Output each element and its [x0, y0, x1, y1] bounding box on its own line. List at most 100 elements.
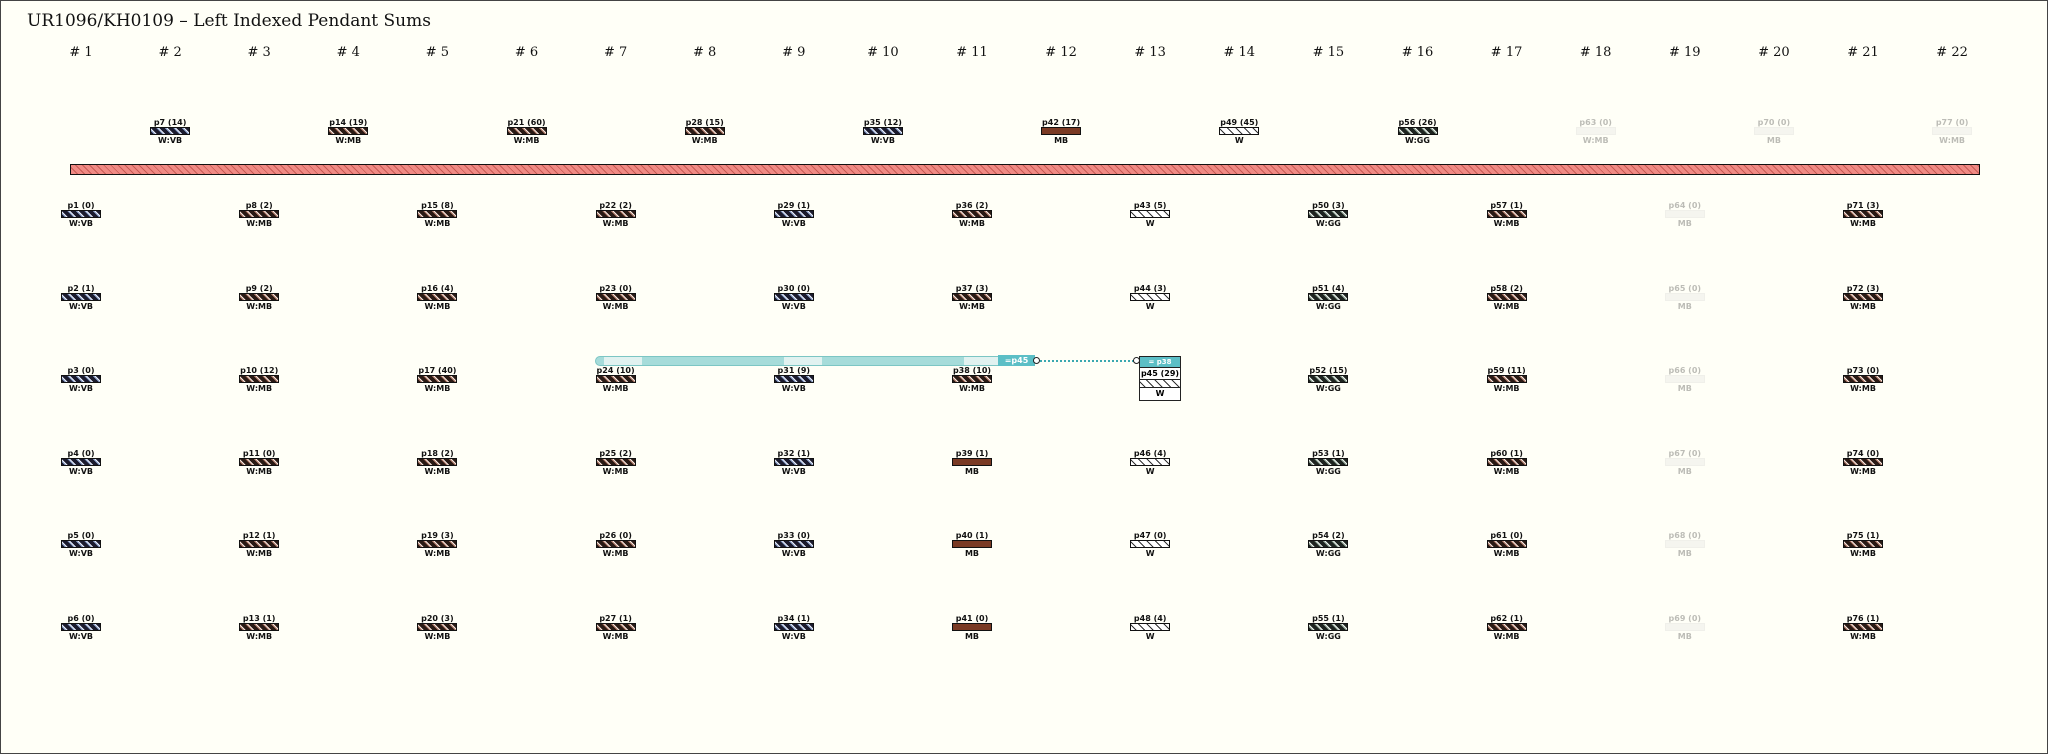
pendant-cord[interactable]: p22 (2)W:MB — [576, 201, 656, 229]
pendant-cord[interactable]: p17 (40)W:MB — [397, 366, 477, 394]
pendant-cord[interactable]: p54 (2)W:GG — [1288, 531, 1368, 559]
pendant-cord[interactable]: p20 (3)W:MB — [397, 614, 477, 642]
pendant-color-swatch — [1575, 127, 1616, 135]
pendant-cord[interactable]: p2 (1)W:VB — [41, 284, 121, 312]
sum-target-pendant-p45[interactable]: = p38 p45 (29) W — [1139, 356, 1181, 401]
pendant-cord[interactable]: p38 (10)W:MB — [932, 366, 1012, 394]
column-label: # 15 — [1312, 45, 1345, 60]
pendant-cord[interactable]: p59 (11)W:MB — [1467, 366, 1547, 394]
pendant-color-swatch — [1843, 292, 1883, 301]
pendant-cord[interactable]: p43 (5)W — [1110, 201, 1190, 229]
pendant-label: p31 (9) — [777, 366, 811, 375]
pendant-cord[interactable]: p30 (0)W:VB — [754, 284, 834, 312]
pendant-color-code: W:MB — [1582, 136, 1609, 145]
pendant-cord[interactable]: p56 (26)W:GG — [1378, 118, 1458, 146]
pendant-cord[interactable]: p47 (0)W — [1110, 531, 1190, 559]
pendant-cord[interactable]: p6 (0)W:VB — [41, 614, 121, 642]
pendant-cord[interactable]: p53 (1)W:GG — [1288, 449, 1368, 477]
pendant-color-code: W:MB — [424, 384, 451, 393]
pendant-cord[interactable]: p5 (0)W:VB — [41, 531, 121, 559]
pendant-color-swatch — [239, 540, 280, 548]
pendant-cord[interactable]: p52 (15)W:GG — [1288, 366, 1368, 394]
pendant-label: p46 (4) — [1133, 448, 1167, 458]
pendant-cord[interactable]: p27 (1)W:MB — [576, 614, 656, 642]
pendant-cord[interactable]: p9 (2)W:MB — [219, 284, 299, 312]
pendant-cord[interactable]: p34 (1)W:VB — [754, 614, 834, 642]
pendant-label: p44 (3) — [1133, 283, 1167, 293]
pendant-cord[interactable]: p21 (60)W:MB — [487, 118, 567, 146]
pendant-cord[interactable]: p3 (0)W:VB — [41, 366, 121, 394]
pendant-cord[interactable]: p28 (15)W:MB — [665, 118, 745, 146]
pendant-cord[interactable]: p15 (8)W:MB — [397, 201, 477, 229]
pendant-cord[interactable]: p77 (0)W:MB — [1912, 118, 1992, 146]
pendant-label: p37 (3) — [955, 283, 989, 293]
pendant-cord[interactable]: p8 (2)W:MB — [219, 201, 299, 229]
pendant-color-code: W:MB — [1493, 384, 1520, 393]
pendant-cord[interactable]: p7 (14)W:VB — [130, 118, 210, 146]
pendant-cord[interactable]: p74 (0)W:MB — [1823, 449, 1903, 477]
pendant-cord[interactable]: p68 (0)MB — [1645, 531, 1725, 559]
pendant-cord[interactable]: p51 (4)W:GG — [1288, 284, 1368, 312]
pendant-color-swatch — [862, 127, 903, 135]
pendant-color-swatch — [61, 375, 101, 383]
pendant-cord[interactable]: p61 (0)W:MB — [1467, 531, 1547, 559]
pendant-cord[interactable]: p24 (10)W:MB — [576, 366, 656, 394]
pendant-cord[interactable]: p42 (17)MB — [1021, 118, 1101, 146]
pendant-cord[interactable]: p57 (1)W:MB — [1467, 201, 1547, 229]
pendant-color-swatch — [1219, 127, 1260, 135]
pendant-cord[interactable]: p50 (3)W:GG — [1288, 201, 1368, 229]
pendant-cord[interactable]: p49 (45)W — [1199, 118, 1279, 146]
pendant-cord[interactable]: p65 (0)MB — [1645, 284, 1725, 312]
pendant-cord[interactable]: p75 (1)W:MB — [1823, 531, 1903, 559]
pendant-cord[interactable]: p72 (3)W:MB — [1823, 284, 1903, 312]
pendant-cord[interactable]: p55 (1)W:GG — [1288, 614, 1368, 642]
pendant-cord[interactable]: p12 (1)W:MB — [219, 531, 299, 559]
pendant-cord[interactable]: p16 (4)W:MB — [397, 284, 477, 312]
pendant-cord[interactable]: p44 (3)W — [1110, 284, 1190, 312]
pendant-cord[interactable]: p62 (1)W:MB — [1467, 614, 1547, 642]
pendant-color-code: W — [1234, 136, 1244, 145]
pendant-cord[interactable]: p29 (1)W:VB — [754, 201, 834, 229]
pendant-cord[interactable]: p69 (0)MB — [1645, 614, 1725, 642]
pendant-cord[interactable]: p10 (12)W:MB — [219, 366, 299, 394]
pendant-cord[interactable]: p73 (0)W:MB — [1823, 366, 1903, 394]
pendant-cord[interactable]: p19 (3)W:MB — [397, 531, 477, 559]
pendant-cord[interactable]: p58 (2)W:MB — [1467, 284, 1547, 312]
pendant-cord[interactable]: p26 (0)W:MB — [576, 531, 656, 559]
pendant-cord[interactable]: p11 (0)W:MB — [219, 449, 299, 477]
pendant-cord[interactable]: p18 (2)W:MB — [397, 449, 477, 477]
pendant-color-swatch — [773, 210, 814, 218]
pendant-cord[interactable]: p39 (1)MB — [932, 449, 1012, 477]
pendant-color-code: W:GG — [1405, 136, 1430, 145]
pendant-color-swatch — [684, 127, 725, 135]
pendant-cord[interactable]: p13 (1)W:MB — [219, 614, 299, 642]
pendant-cord[interactable]: p64 (0)MB — [1645, 201, 1725, 229]
pendant-cord[interactable]: p41 (0)MB — [932, 614, 1012, 642]
pendant-cord[interactable]: p32 (1)W:VB — [754, 449, 834, 477]
pendant-cord[interactable]: p76 (1)W:MB — [1823, 614, 1903, 642]
pendant-cord[interactable]: p71 (3)W:MB — [1823, 201, 1903, 229]
pendant-label: p42 (17) — [1042, 118, 1081, 127]
pendant-cord[interactable]: p60 (1)W:MB — [1467, 449, 1547, 477]
pendant-cord[interactable]: p70 (0)MB — [1734, 118, 1814, 146]
pendant-cord[interactable]: p31 (9)W:VB — [754, 366, 834, 394]
pendant-cord[interactable]: p40 (1)MB — [932, 531, 1012, 559]
pendant-color-code: W:MB — [1493, 219, 1520, 228]
pendant-label: p9 (2) — [245, 283, 273, 293]
pendant-cord[interactable]: p25 (2)W:MB — [576, 449, 656, 477]
pendant-cord[interactable]: p36 (2)W:MB — [932, 201, 1012, 229]
pendant-cord[interactable]: p46 (4)W — [1110, 449, 1190, 477]
pendant-cord[interactable]: p66 (0)MB — [1645, 366, 1725, 394]
pendant-cord[interactable]: p67 (0)MB — [1645, 449, 1725, 477]
pendant-cord[interactable]: p1 (0)W:VB — [41, 201, 121, 229]
sum-target-cord — [1140, 379, 1180, 387]
pendant-cord[interactable]: p33 (0)W:VB — [754, 531, 834, 559]
pendant-cord[interactable]: p23 (0)W:MB — [576, 284, 656, 312]
pendant-cord[interactable]: p48 (4)W — [1110, 614, 1190, 642]
highlight-segment — [604, 357, 642, 365]
pendant-cord[interactable]: p35 (12)W:VB — [843, 118, 923, 146]
pendant-cord[interactable]: p63 (0)W:MB — [1556, 118, 1636, 146]
pendant-cord[interactable]: p37 (3)W:MB — [932, 284, 1012, 312]
pendant-cord[interactable]: p14 (19)W:MB — [308, 118, 388, 146]
pendant-cord[interactable]: p4 (0)W:VB — [41, 449, 121, 477]
